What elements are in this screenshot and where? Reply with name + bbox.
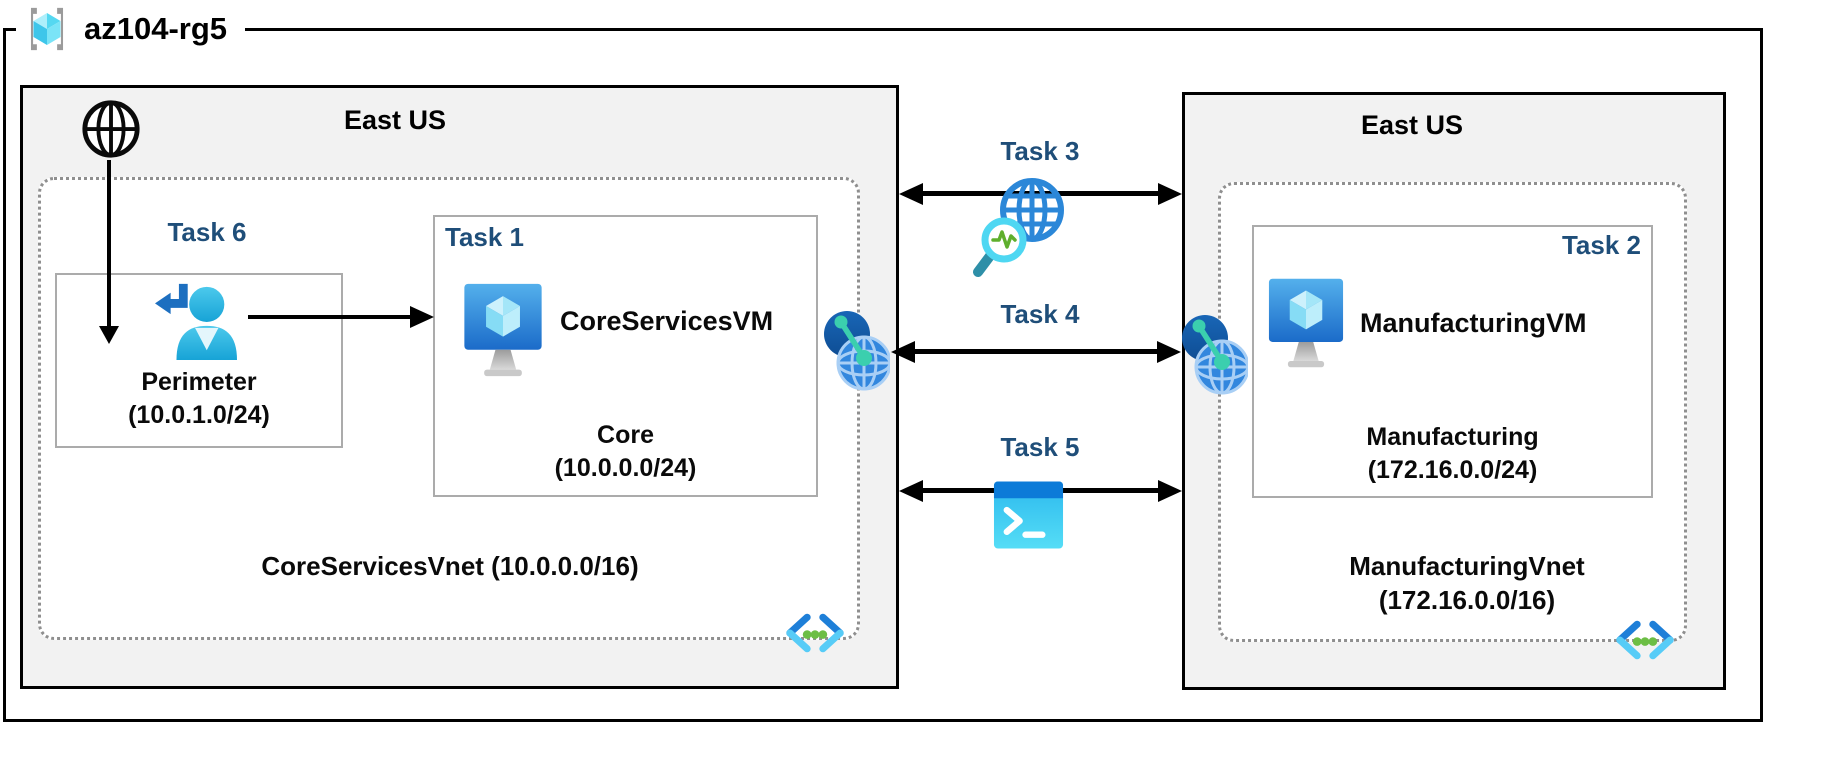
- core-vnet-name: CoreServicesVnet: [261, 551, 484, 581]
- diagram-title: az104-rg5: [84, 11, 228, 46]
- user-signin-icon: [155, 283, 237, 361]
- resource-group-title: az104-rg5: [16, 0, 246, 58]
- perimeter-subnet-label: Perimeter (10.0.1.0/24): [55, 366, 343, 432]
- perimeter-to-vm-arrow-head: [410, 306, 434, 328]
- resource-group-icon: [30, 7, 64, 51]
- perimeter-to-vm-arrow-line: [248, 315, 416, 319]
- network-peering-icon-right: [1182, 315, 1248, 395]
- task6-label: Task 6: [167, 217, 247, 247]
- perimeter-name: Perimeter: [141, 368, 257, 396]
- task2-label: Task 2: [1561, 230, 1641, 260]
- core-vm-name: CoreServicesVM: [560, 306, 774, 336]
- virtual-network-icon-right: [1616, 620, 1674, 660]
- network-watcher-icon: [973, 178, 1064, 277]
- core-subnet-name: Core: [597, 421, 654, 449]
- cloud-shell-icon: [993, 481, 1064, 549]
- region-left-name: East US: [343, 105, 447, 135]
- task4-arrow-left-head: [891, 341, 915, 363]
- internet-arrow-head: [99, 326, 119, 344]
- task4-label: Task 4: [1000, 299, 1080, 329]
- task3-arrow-left-head: [899, 183, 923, 205]
- task4-arrow-right-head: [1157, 341, 1181, 363]
- task5-arrow-left-head: [899, 480, 923, 502]
- region-right-name: East US: [1360, 110, 1464, 140]
- core-vnet-label: CoreServicesVnet (10.0.0.0/16): [250, 549, 650, 583]
- manufacturing-vm-name: ManufacturingVM: [1360, 308, 1587, 338]
- virtual-machine-icon: [464, 283, 542, 377]
- virtual-machine-icon-right: [1268, 278, 1344, 368]
- task5-label: Task 5: [1000, 432, 1080, 462]
- task4-arrow-line: [910, 349, 1160, 354]
- core-vnet-cidr: (10.0.0.0/16): [491, 551, 639, 581]
- internet-globe-icon: [82, 100, 140, 158]
- task5-arrow-right-head: [1158, 480, 1182, 502]
- task3-arrow-right-head: [1158, 183, 1182, 205]
- manufacturing-vnet-label: ManufacturingVnet (172.16.0.0/16): [1267, 549, 1667, 617]
- core-subnet-label: Core (10.0.0.0/24): [433, 419, 818, 485]
- task3-label: Task 3: [1000, 136, 1080, 166]
- manufacturing-subnet-label: Manufacturing (172.16.0.0/24): [1252, 421, 1653, 487]
- manufacturing-vnet-cidr: (172.16.0.0/16): [1378, 585, 1556, 615]
- network-peering-icon-left: [824, 311, 890, 391]
- perimeter-cidr: (10.0.1.0/24): [128, 401, 270, 429]
- task1-label: Task 1: [445, 222, 525, 252]
- virtual-network-icon: [786, 613, 844, 653]
- internet-arrow-line: [107, 160, 111, 328]
- manufacturing-vnet-name: ManufacturingVnet: [1349, 551, 1585, 581]
- manufacturing-subnet-cidr: (172.16.0.0/24): [1367, 456, 1538, 484]
- manufacturing-subnet-name: Manufacturing: [1366, 423, 1539, 451]
- core-subnet-cidr: (10.0.0.0/24): [554, 454, 697, 482]
